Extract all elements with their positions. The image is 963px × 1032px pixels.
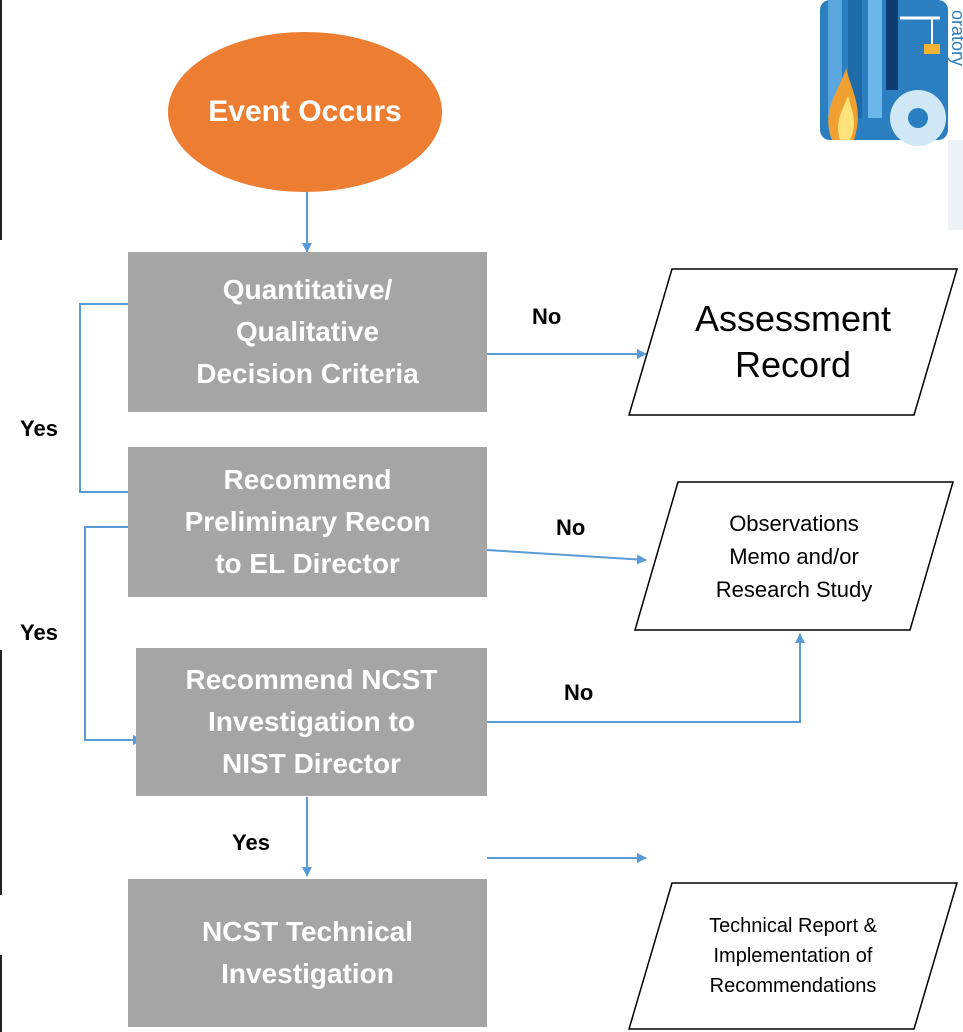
output-line: Record (734, 344, 852, 385)
label-yes-ncst: Yes (232, 830, 270, 855)
step-line: to EL Director (215, 548, 400, 579)
arrow-ncst-no (487, 633, 805, 723)
laboratory-logo: oratory (820, 0, 963, 230)
step-line: Recommend (223, 464, 392, 495)
step-line: NIST Director (222, 748, 401, 779)
output-observations-memo: Observations Memo and/or Research Study (634, 481, 954, 631)
step-preliminary-recon: Recommend Preliminary Recon to EL Direct… (128, 447, 487, 597)
arrow-criteria-yes (79, 303, 143, 497)
step-line: NCST Technical (201, 916, 414, 947)
arrow-recon-no (486, 549, 647, 565)
step-line: Recommend NCST (185, 664, 438, 695)
output-line: Research Study (715, 576, 873, 602)
output-technical-report: Technical Report & Implementation of Rec… (628, 882, 958, 1030)
logo-text-fragment: oratory (948, 10, 963, 66)
output-assessment-record: Assessment Record (628, 268, 958, 416)
step-line: Investigation (221, 958, 394, 989)
start-event-ellipse: Event Occurs (168, 32, 442, 192)
output-line: Memo and/or (729, 543, 859, 569)
step-line: Quantitative/ (222, 274, 393, 305)
step-line: Qualitative (235, 316, 380, 347)
step-line: Preliminary Recon (184, 506, 431, 537)
left-edge-line (0, 650, 2, 895)
step-ncst-technical-investigation: NCST Technical Investigation (128, 879, 487, 1027)
output-line: Observations (729, 510, 859, 536)
label-no-ncst: No (564, 680, 594, 705)
start-event-label: Event Occurs (208, 95, 402, 128)
label-yes-criteria: Yes (20, 416, 58, 441)
output-line: Technical Report & (709, 915, 877, 937)
output-line: Implementation of (713, 945, 873, 967)
label-no-criteria: No (532, 304, 562, 329)
step-line: Decision Criteria (196, 358, 419, 389)
arrow-recon-yes (84, 526, 143, 745)
left-edge-line (0, 0, 2, 240)
step-ncst-investigation-recommend: Recommend NCST Investigation to NIST Dir… (136, 648, 487, 796)
label-no-recon: No (556, 515, 586, 540)
step-decision-criteria: Quantitative/ Qualitative Decision Crite… (128, 252, 487, 412)
output-line: Recommendations (709, 975, 877, 997)
laboratory-logo-icon: oratory (820, 0, 963, 230)
label-yes-recon: Yes (20, 620, 58, 645)
output-line: Assessment (694, 298, 892, 339)
step-line: Investigation to (208, 706, 415, 737)
left-edge-line (0, 955, 2, 1032)
